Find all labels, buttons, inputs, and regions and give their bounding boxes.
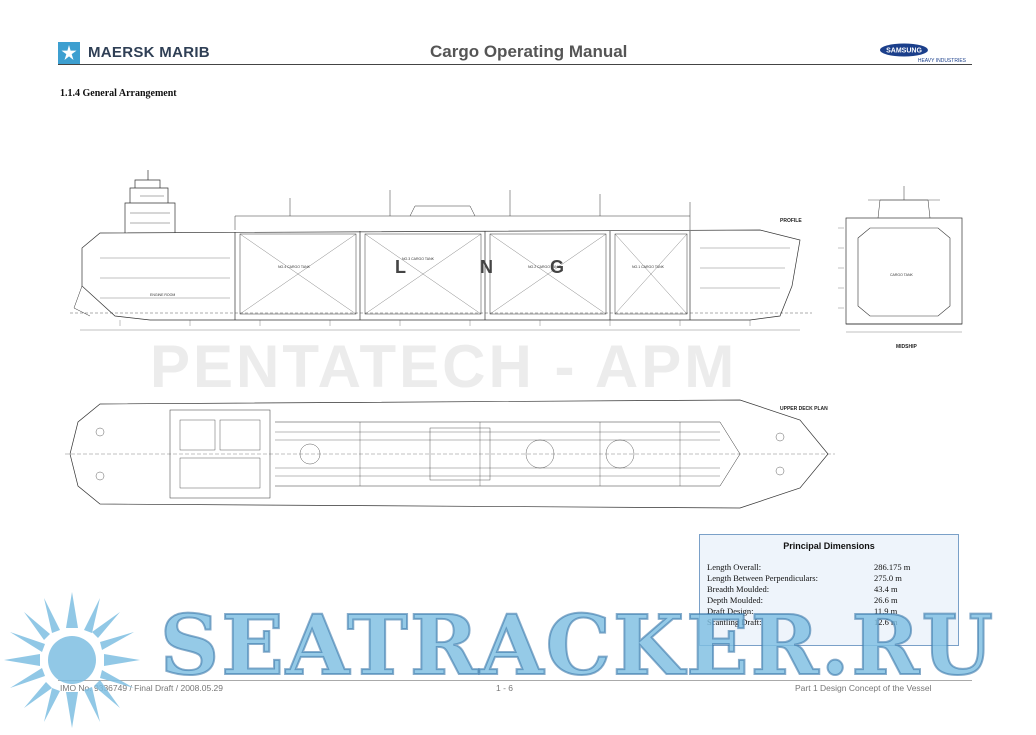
dimension-row: Depth Moulded: 26.6 m: [707, 595, 952, 606]
dimension-value: 26.6 m: [874, 595, 898, 605]
dimension-row: Scantling Draft: 12.6 m: [707, 617, 952, 628]
profile-label: PROFILE: [780, 218, 802, 224]
pentatech-watermark: PENTATECH - APM: [150, 333, 738, 400]
upper-deck-plan-drawing: UPPER DECK PLAN: [65, 399, 835, 509]
cargo-tank-label: CARGO TANK: [890, 273, 913, 277]
dimension-value: 275.0 m: [874, 573, 902, 583]
tank-4-label: NO.4 CARGO TANK: [278, 265, 311, 269]
samsung-subtitle: HEAVY INDUSTRIES: [918, 58, 967, 64]
dimension-row: Breadth Moulded: 43.4 m: [707, 584, 952, 595]
principal-dimensions-title: Principal Dimensions: [783, 541, 875, 551]
midship-drawing: CARGO TANK MIDSHIP: [838, 186, 963, 350]
profile-drawing: PROFILE ENGINE ROOM NO.4 CARGO TANK NO.3…: [70, 170, 812, 331]
dimension-row: Length Between Perpendiculars: 275.0 m: [707, 573, 952, 584]
letter-l: L: [395, 257, 406, 277]
footer-part-title: Part 1 Design Concept of the Vessel: [795, 683, 932, 693]
dimension-name: Draft Design:: [707, 606, 754, 616]
footer-divider: [58, 680, 972, 681]
dimension-value: 12.6 m: [874, 617, 898, 627]
tank-1-label: NO.1 CARGO TANK: [632, 265, 665, 269]
dimension-name: Depth Moulded:: [707, 595, 763, 605]
samsung-wordmark: SAMSUNG: [886, 48, 922, 55]
dimension-name: Length Overall:: [707, 562, 762, 572]
samsung-logo: SAMSUNG HEAVY INDUSTRIES: [868, 42, 968, 64]
brand-name: MAERSK MARIB: [88, 44, 210, 61]
letter-n: N: [480, 257, 493, 277]
midship-label: MIDSHIP: [896, 344, 918, 350]
engine-room-label: ENGINE ROOM: [150, 293, 175, 297]
page-number: 1 - 6: [496, 683, 514, 693]
header-divider: [58, 64, 972, 65]
dimension-name: Length Between Perpendiculars:: [707, 573, 818, 583]
tank-3-label: NO.3 CARGO TANK: [402, 257, 435, 261]
document-title: Cargo Operating Manual: [430, 42, 628, 61]
dimension-value: 43.4 m: [874, 584, 898, 594]
upper-deck-label: UPPER DECK PLAN: [780, 406, 828, 412]
maersk-star-logo: [58, 42, 80, 64]
dimension-name: Scantling Draft:: [707, 617, 762, 627]
dimension-row: Length Overall: 286.175 m: [707, 562, 952, 573]
tank-2-label: NO.2 CARGO TANK: [528, 265, 561, 269]
footer-document-info: IMO No. 9336749 / Final Draft / 2008.05.…: [60, 683, 224, 693]
dimension-name: Breadth Moulded:: [707, 584, 770, 594]
letter-g: G: [550, 257, 564, 277]
sun-watermark-icon: [4, 592, 140, 728]
dimension-value: 11.9 m: [874, 606, 898, 616]
section-heading: 1.1.4 General Arrangement: [60, 88, 177, 99]
principal-dimensions-box: Principal Dimensions Length Overall: 286…: [699, 534, 959, 646]
dimension-value: 286.175 m: [874, 562, 911, 572]
seatracker-watermark: SEATRACKER.RU: [159, 597, 996, 695]
dimension-row: Draft Design: 11.9 m: [707, 606, 952, 617]
